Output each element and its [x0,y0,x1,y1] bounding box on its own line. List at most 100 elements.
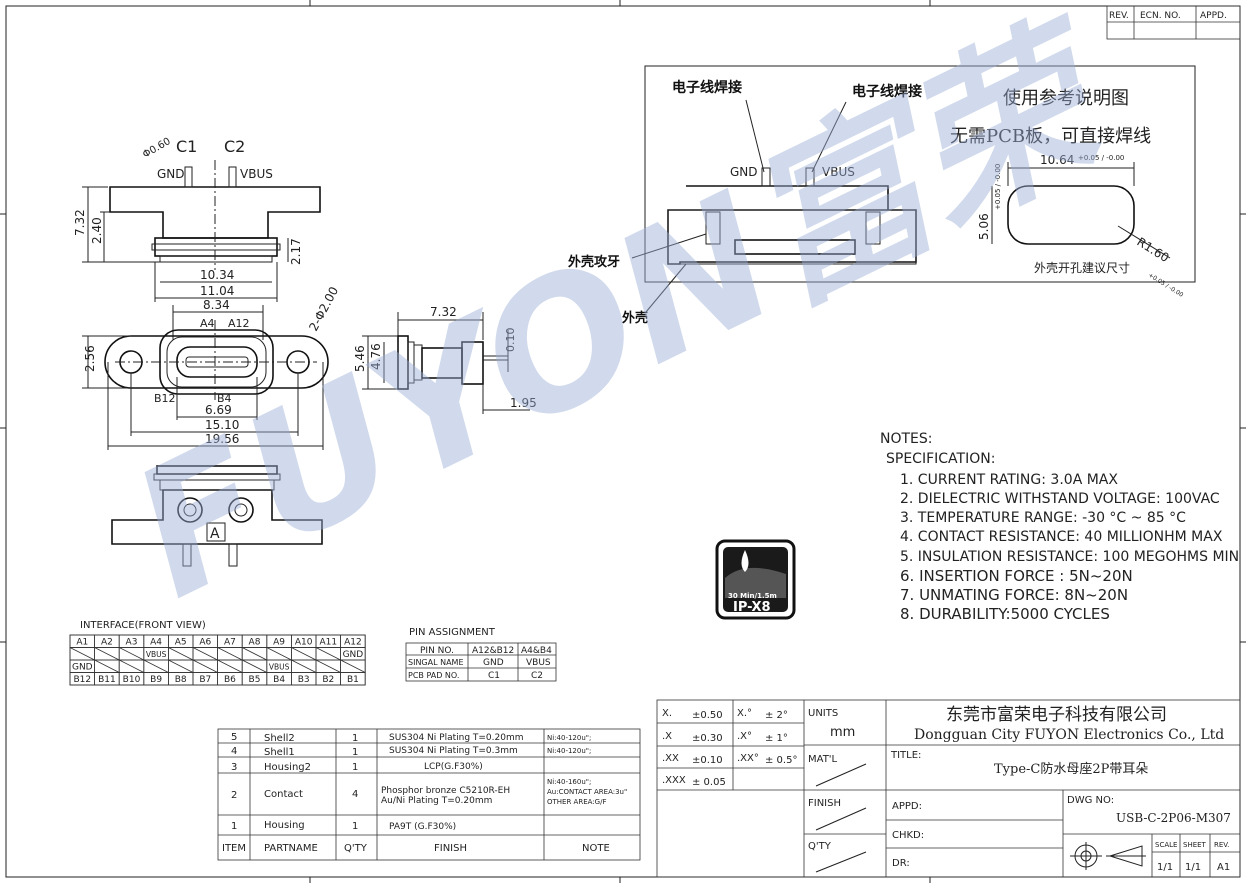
scale-value: 1/1 [1157,862,1173,873]
interface-bottom-5: B7 [199,675,211,685]
bom-finish-5: SUS304 Ni Plating T=0.20mm [389,733,524,743]
interface-top-11: A12 [344,638,362,648]
bom-note-5: Ni:40-120u"; [547,734,591,742]
dim-2-17: 2.17 [289,238,303,265]
interface-bottom-6: B6 [224,675,236,685]
bom-note-2c: OTHER AREA:G/F [547,798,606,806]
interface-empty-slash [340,659,366,673]
interface-empty-slash [69,647,95,661]
note-6: 6. INSERTION FORCE : 5N~20N [900,567,1133,585]
tol-3-1: ± 0.05 [692,777,726,788]
interface-bottom-0: B12 [73,675,91,685]
side-dim-7-32: 7.32 [430,305,457,319]
bom-qty-4: 1 [352,747,358,758]
interface-row3-8: VBUS [269,663,290,672]
side-view: 7.32 5.46 4.76 0.10 1.95 [353,305,537,414]
pin-assignment-title: PIN ASSIGNMENT [409,627,496,638]
interface-top-7: A8 [249,638,261,648]
bom-finish-3: LCP(G.F30%) [424,762,483,772]
reference-subtitle: 无需PCB板，可直接焊线 [950,126,1151,147]
pa-r1-1: GND [483,658,504,668]
vbus-label: VBUS [240,167,273,181]
pa-h1: A12&B12 [472,646,514,656]
interface-empty-slash [94,647,120,661]
company-name-en: Dongguan City FUYON Electronics Co., Ltd [914,727,1224,743]
side-dim-1-95: 1.95 [510,396,537,410]
notes-heading: NOTES: [880,431,933,447]
interface-empty-slash [143,659,169,673]
bom-qty-1: 1 [352,821,358,832]
title-block: X. ±0.50 X.° ± 2° .X ±0.30 .X° ± 1° .XX … [656,699,1241,878]
bom-finish-2a: Phosphor bronze C5210R-EH [381,786,510,796]
c1-label: C1 [176,137,197,156]
bom-part-4: Shell1 [264,747,295,758]
interface-empty-slash [217,647,243,661]
side-dim-5-46: 5.46 [353,345,367,372]
interface-bottom-8: B4 [273,675,285,685]
pin-a4-label: A4 [200,317,215,330]
interface-title: INTERFACE(FRONT VIEW) [80,620,206,631]
tol-0-2: X.° [737,708,752,719]
gnd-label: GND [157,167,185,181]
bom-item-3: 3 [231,762,237,773]
bom-note-2b: Au:CONTACT AREA:3u" [547,788,627,796]
bom-item-4: 4 [231,746,237,757]
sheet-label: SHEET [1183,841,1207,849]
appd-label: APPD: [892,801,922,812]
interface-top-9: A10 [295,638,313,648]
tol-0-0: X. [662,708,672,719]
interface-top-4: A5 [175,638,187,648]
bom-note-2a: Ni:40-160u"; [547,778,591,786]
sheet-value: 1/1 [1185,862,1201,873]
note-3: 3. TEMPERATURE RANGE: -30 °C ~ 85 °C [900,510,1186,526]
bom-qty-2: 4 [352,789,358,800]
interface-row2-3: VBUS [146,650,167,659]
ip-badge-line1: 30 Min/1.5m [728,592,777,600]
bom-header-item: ITEM [222,843,246,854]
interface-top-3: A4 [150,638,162,648]
dim-15-10: 15.10 [205,418,239,432]
revision-block: REV. ECN. NO. APPD. [1106,5,1241,40]
interface-empty-slash [217,659,243,673]
bom-table: 5 Shell2 1 SUS304 Ni Plating T=0.20mm Ni… [217,728,641,861]
projection-symbol-icon [1070,842,1146,870]
interface-empty-slash [242,659,267,673]
matl-label: MAT'L [808,754,838,765]
dwg-number: USB-C-2P06-M307 [1116,811,1231,825]
tol-0-1: ±0.50 [692,710,723,721]
title-label: TITLE: [890,750,921,761]
notes: NOTES: SPECIFICATION: 1. CURRENT RATING:… [880,431,1239,623]
bom-note-4: Ni:40-120u"; [547,747,591,755]
cutout-width-tol: +0.05 / -0.00 [1078,154,1124,162]
cutout-radius-tol: +0.05 / -0.00 [1147,272,1185,299]
bom-item-2: 2 [231,790,237,801]
units-value: mm [830,725,855,740]
dim-2-56: 2.56 [83,345,97,372]
note-4: 4. CONTACT RESISTANCE: 40 MILLIONHM MAX [900,529,1223,545]
interface-empty-slash [315,659,341,673]
bom-part-1: Housing [264,820,305,831]
interface-empty-slash [291,647,317,661]
chkd-label: CHKD: [892,830,924,841]
note-7: 7. UNMATING FORCE: 8N~20N [900,586,1128,604]
pa-r2-0: PCB PAD NO. [408,671,459,680]
bom-header-note: NOTE [582,843,610,854]
interface-empty-slash [192,647,218,661]
dim-8-34: 8.34 [203,298,230,312]
dim-19-56: 19.56 [205,432,239,446]
interface-cell [340,672,366,686]
dim-7-32: 7.32 [73,209,87,236]
interface-empty-slash [192,659,218,673]
interface-empty-slash [315,647,341,661]
interface-top-6: A7 [224,638,236,648]
tol-2-3: ± 0.5° [765,755,797,766]
pin-a12-label: A12 [228,317,250,330]
interface-bottom-9: B3 [298,675,310,685]
tol-1-0: .X [662,731,672,742]
interface-top-8: A9 [273,638,285,648]
interface-empty-slash [119,647,144,661]
reference-title: 使用参考说明图 [1003,88,1129,109]
interface-empty-slash [168,647,194,661]
